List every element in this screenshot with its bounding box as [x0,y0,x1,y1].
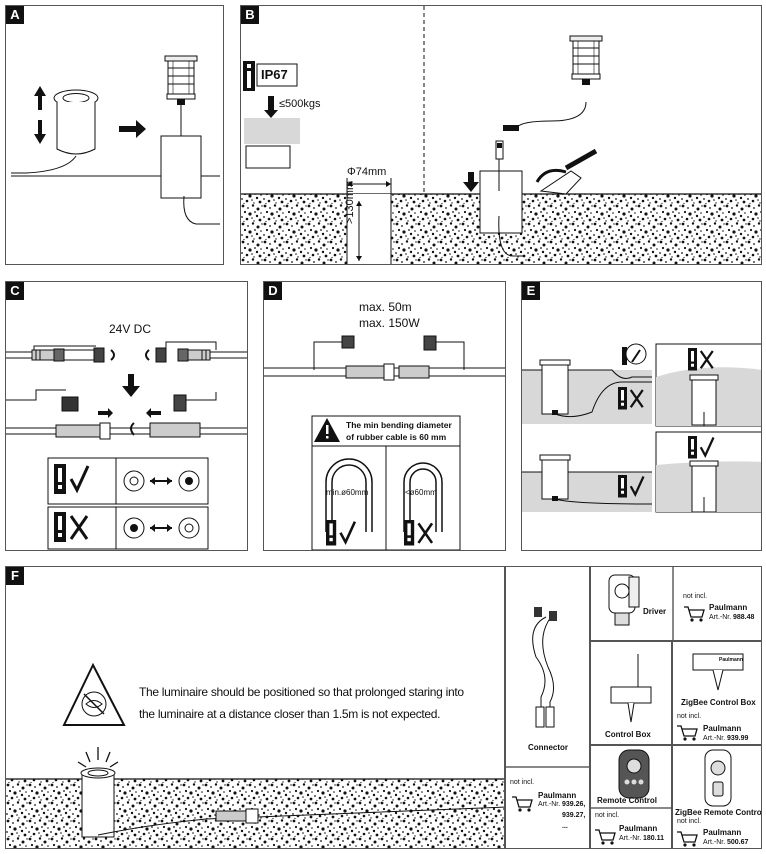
panel-b-illustration [241,6,761,264]
connector-name: Connector [528,743,568,752]
driver-brand: Paulmann [709,603,748,612]
driver-art: 988.48 [733,614,755,621]
remote-illustration [591,749,671,846]
load-arrow-icon [264,96,278,118]
zigbee-remote-art: 500.67 [727,839,749,846]
warning-text-line1: The luminaire should be positioned so th… [139,685,464,699]
load-limit: ≤500kgs [279,98,321,110]
driver-name: Driver [643,607,667,616]
panel-a-illustration [11,55,220,225]
remote-brand: Paulmann [619,824,658,833]
voltage-label: 24V DC [109,322,152,336]
zigbee-box-art-prefix: Art.-Nr. [703,735,726,742]
panel-b: B [240,5,762,265]
bend-note-line2: of rubber cable is 60 mm [346,432,447,442]
shovel-icon [535,148,598,195]
control-box-name: Control Box [605,730,651,739]
panel-d-illustration [264,335,505,550]
panel-e: E [521,281,762,551]
accessory-zigbee-remote-panel: ZigBee Remote Control not incl. Paulmann… [672,745,762,849]
zigbee-box-brand: Paulmann [703,724,742,733]
accessory-connector-panel: Connector not incl. Paulmann Art.-Nr. 93… [505,566,590,849]
zigbee-box-not-incl: not incl. [677,713,702,720]
max-power: max. 150W [359,316,420,330]
zigbee-box-art: 939.99 [727,735,749,742]
warning-text-line2: the luminaire at a distance closer than … [139,707,441,721]
panel-c-illustration [6,341,247,550]
connector-art-1: 939.26, [562,801,586,808]
driver-illustration [608,567,705,640]
right-arrow-icon [119,120,146,138]
accessory-remote-panel: Remote Control not incl. Paulmann Art.-N… [590,745,672,849]
panel-c-label: C [6,282,24,300]
remote-not-incl: not incl. [595,812,620,819]
up-arrow-icon [34,86,46,110]
max-length: max. 50m [359,300,412,314]
panel-f-illustration [6,662,504,848]
panel-f: F The luminaire should be positioned so … [5,566,505,849]
driver-art-prefix: Art.-Nr. [709,614,732,621]
insert-arrow-icon [463,172,479,192]
driver-not-incl: not incl. [683,593,708,600]
remote-name: Remote Control [597,796,657,805]
zigbee-box-name: ZigBee Control Box [681,698,756,707]
ip-rating: IP67 [261,67,288,82]
accessory-control-box-panel: Control Box [590,641,672,745]
panel-b-label: B [241,6,259,24]
eye-warning-icon [62,662,126,726]
panel-d: D max. 50m max. 150W The min bending dia… [263,281,506,551]
panel-c: C 24V DC [5,281,248,551]
zigbee-remote-brand: Paulmann [703,828,742,837]
zigbee-remote-not-incl: not incl. [677,818,702,825]
control-box-illustration [610,654,652,723]
hole-diameter: Φ74mm [347,166,387,178]
panel-a-label: A [6,6,24,24]
zigbee-box-brand-tag: Paulmann [719,657,743,663]
panel-d-label: D [264,282,282,300]
connector-brand: Paulmann [538,791,577,800]
bend-note-line1: The min bending diameter [346,420,452,430]
panel-f-label: F [6,567,24,585]
zigbee-remote-illustration [676,749,732,848]
panel-a: A [5,5,224,265]
zigbee-remote-name: ZigBee Remote Control [675,808,762,817]
zigbee-box-illustration [676,653,744,742]
down-arrow-icon [34,120,46,144]
remote-art-prefix: Art.-Nr. [619,835,642,842]
hole-depth: >130mm [344,180,356,224]
remote-art: 180.11 [643,835,665,842]
down-arrow-icon [122,374,140,397]
connector-art-2: 939.27, [562,812,586,819]
accessory-driver-panel: Driver not incl. Paulmann Art.-Nr. 988.4… [590,566,762,641]
connector-illustration [506,607,589,813]
panel-e-label: E [522,282,540,300]
connector-art-prefix: Art.-Nr. [538,801,561,808]
bad-diameter-label: <ø60mm [405,488,437,497]
zigbee-remote-art-prefix: Art.-Nr. [703,839,726,846]
panel-e-illustration [522,343,761,513]
connector-not-incl: not incl. [510,779,535,786]
accessory-zigbee-box-panel: Paulmann ZigBee Control Box not incl. Pa… [672,641,762,745]
ok-diameter-label: min.ø60mm [326,488,369,497]
connector-art-3: ... [562,823,568,830]
